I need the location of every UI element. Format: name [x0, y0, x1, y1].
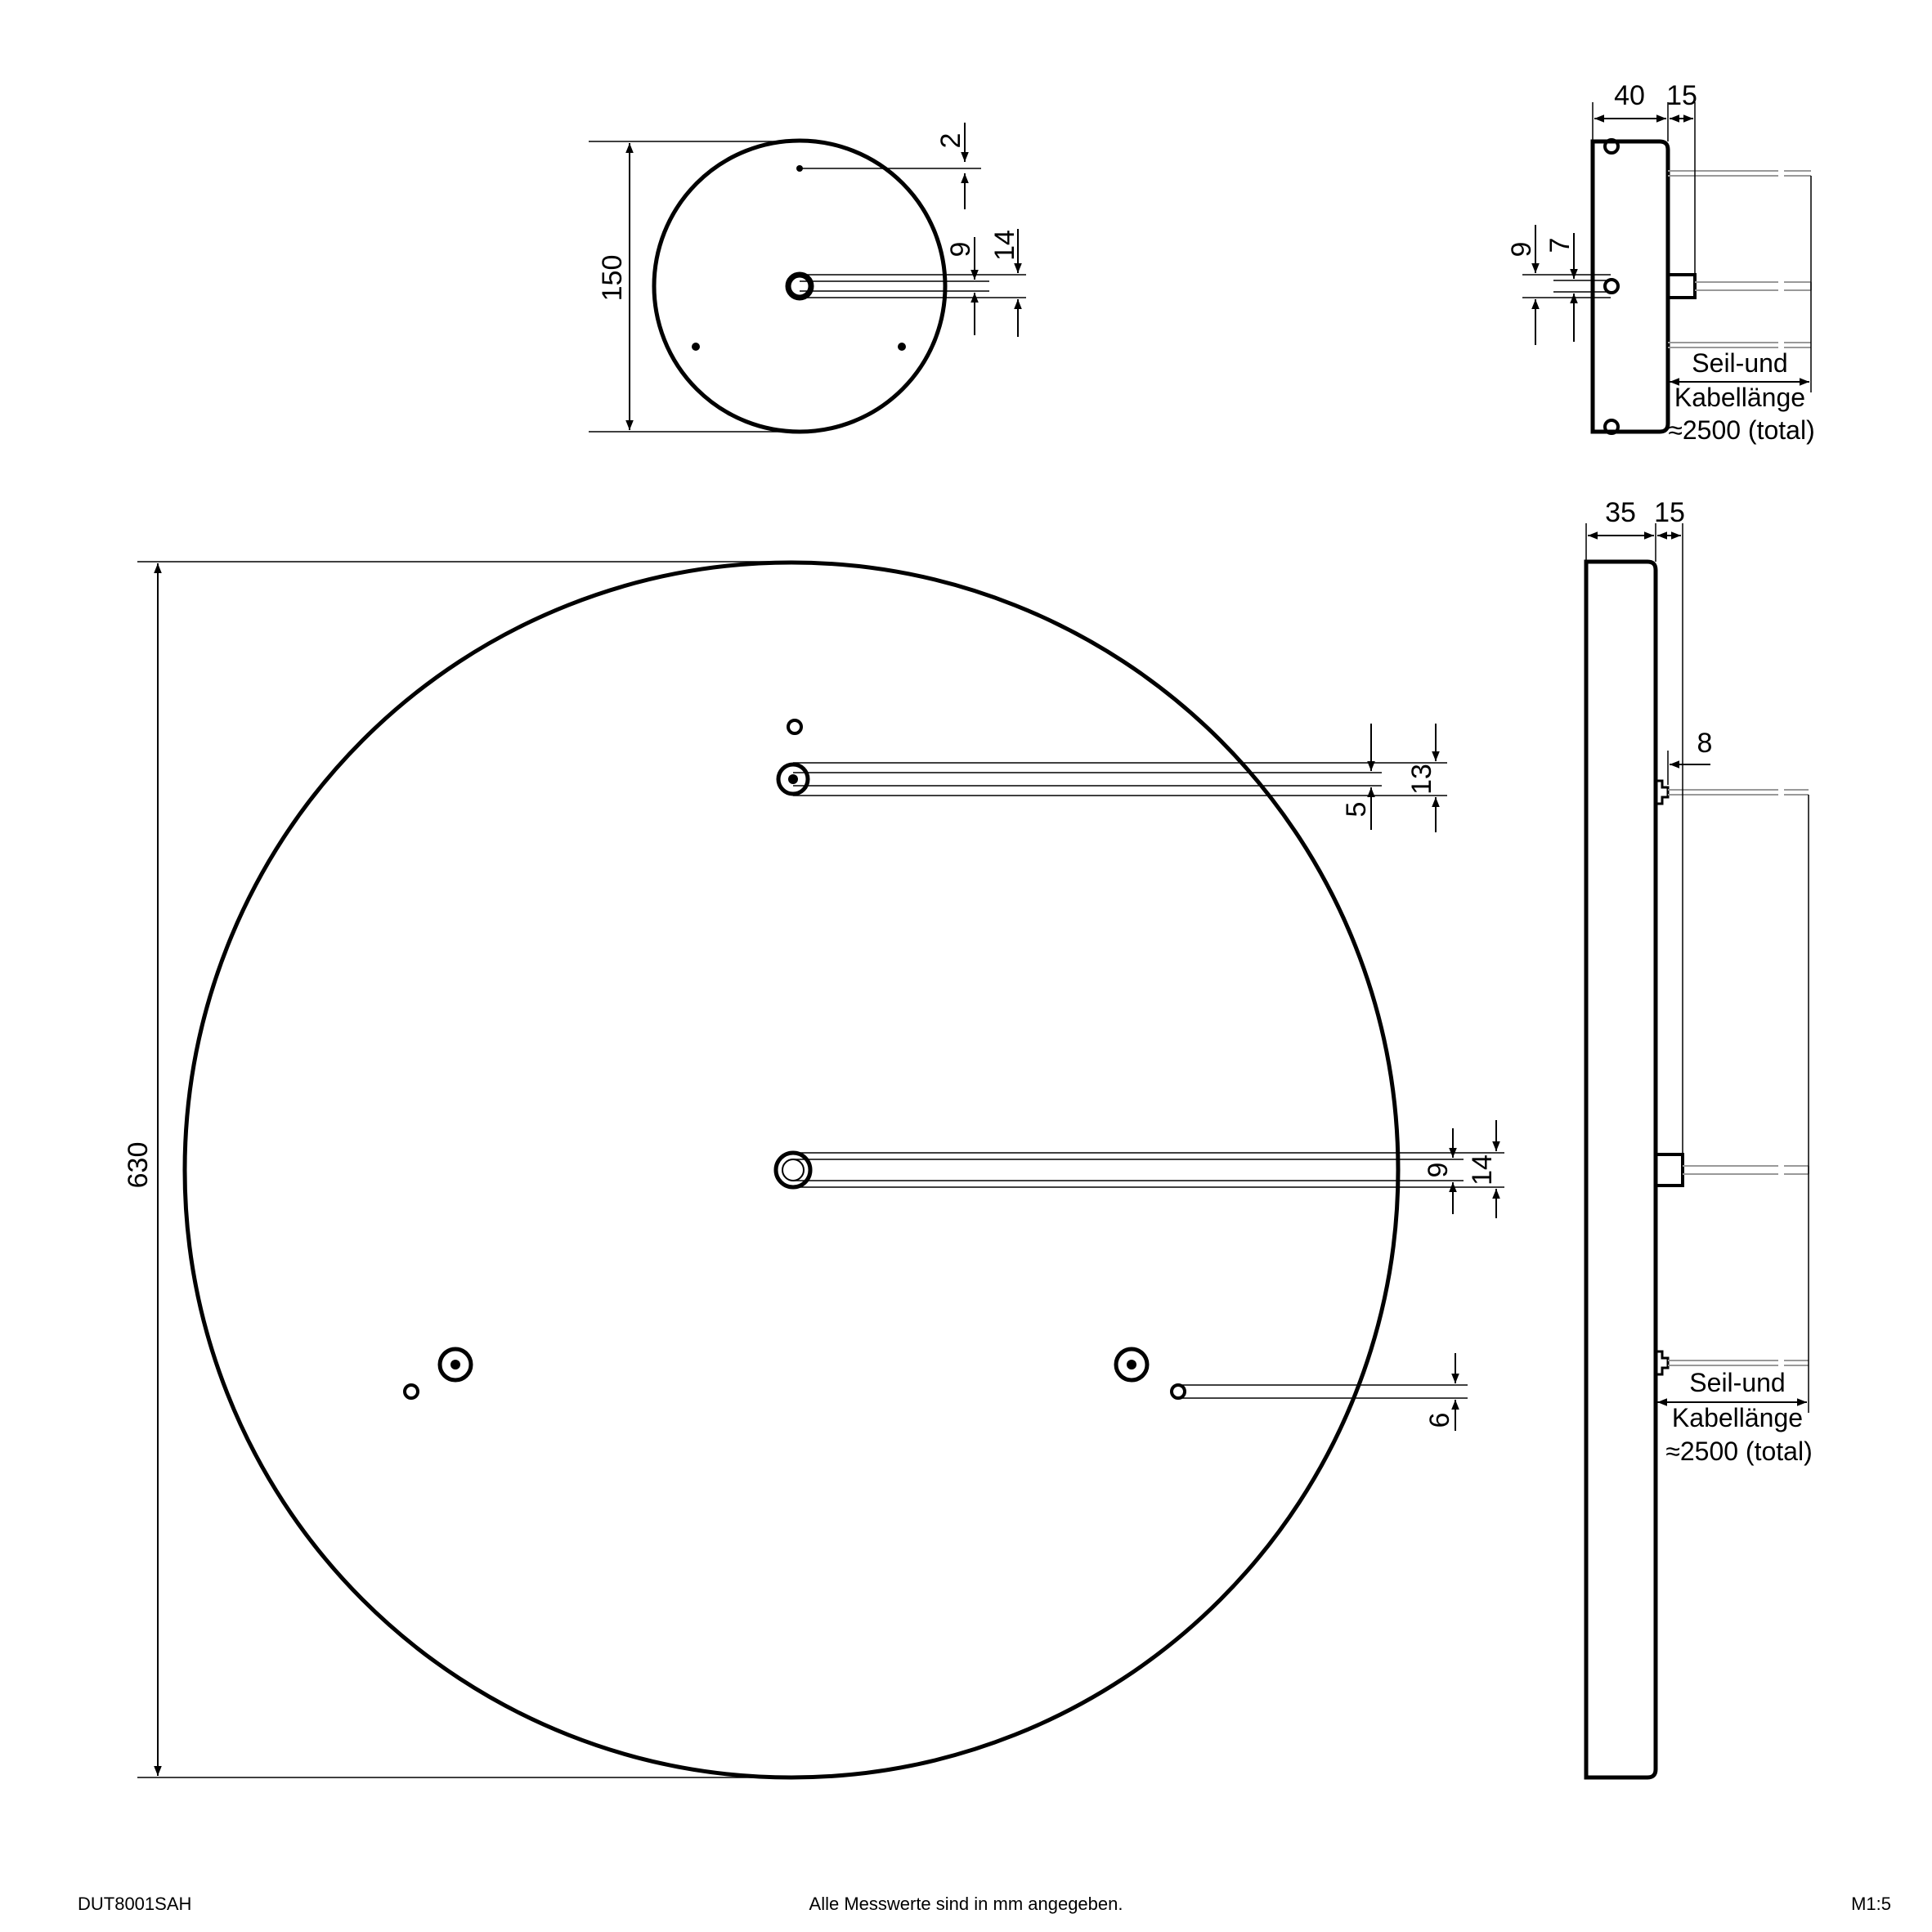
small-cable-note-line3: ≈2500 (total): [1668, 415, 1814, 445]
small-canopy-side-body: [1590, 139, 1670, 434]
small-side-screw-bottom: [1603, 419, 1620, 435]
small-canopy-screw-left: [692, 343, 700, 351]
small-top-offset-label: 2: [935, 133, 966, 149]
small-canopy-center-hole: [785, 271, 814, 301]
large-right-small-hole: [1170, 1383, 1186, 1400]
large-side-anchor-bottom: [1656, 1350, 1670, 1376]
small-inner-hole-label: 9: [945, 242, 976, 258]
large-cable-note-line1: Seil-und: [1689, 1368, 1785, 1397]
small-side-cables: [1668, 170, 1812, 348]
small-cable-note-line2: Kabellänge: [1674, 383, 1805, 412]
large-canopy-side-body: [1584, 559, 1658, 1780]
small-side-screw-top: [1603, 138, 1620, 155]
small-side-screw-center: [1603, 278, 1620, 294]
large-canopy-side-view: 35 15 8 Seil-und Kabellänge ≈2500 (total…: [1584, 497, 1813, 1780]
scale-label: M1:5: [1851, 1894, 1891, 1914]
large-side-cables: [1668, 789, 1809, 1366]
units-note: Alle Messwerte sind in mm angegeben.: [809, 1894, 1123, 1914]
large-side-anchor-top: [1656, 779, 1670, 805]
large-top-hole-label: 5: [1341, 802, 1372, 818]
small-side-hole-outer-label: 9: [1506, 242, 1537, 258]
large-cable-note-line2: Kabellänge: [1672, 1403, 1803, 1432]
article-number: DUT8001SAH: [78, 1894, 192, 1914]
large-canopy-outline: [182, 560, 1401, 1780]
small-side-hole-inner-label: 7: [1544, 238, 1576, 253]
small-side-depth-label: 40: [1614, 80, 1645, 111]
small-canopy-screw-right: [898, 343, 906, 351]
large-canopy-front-view: 630 13 5 9 14: [123, 560, 1504, 1780]
large-center-inner-label: 9: [1423, 1163, 1454, 1178]
large-side-depth-label: 35: [1605, 497, 1636, 528]
small-canopy-outline: [652, 138, 948, 434]
small-cable-note-line1: Seil-und: [1692, 348, 1787, 378]
small-canopy-side-view: 40 15 9 7 Seil-und Kabellänge ≈2500 (tot…: [1506, 80, 1815, 445]
large-cable-note-line3: ≈2500 (total): [1665, 1437, 1812, 1466]
small-side-stud-label: 15: [1666, 80, 1697, 111]
small-diameter-label: 150: [597, 255, 628, 302]
large-side-stud-label: 15: [1654, 497, 1685, 528]
small-side-cable-gland: [1666, 273, 1697, 299]
large-right-fixing-hole: [1114, 1347, 1150, 1383]
large-left-fixing-hole: [437, 1347, 473, 1383]
large-top-fixing-hole: [776, 762, 810, 796]
large-side-cable-gland: [1654, 1153, 1684, 1187]
large-top-small-hole: [787, 719, 803, 735]
large-side-anchor-label: 8: [1697, 728, 1713, 759]
large-left-small-hole: [403, 1383, 419, 1400]
large-diameter-label: 630: [123, 1142, 154, 1189]
large-small-hole-label: 6: [1424, 1413, 1455, 1428]
small-outer-hole-label: 14: [989, 230, 1020, 261]
small-canopy-front-view: 150 2 9 14: [589, 123, 1026, 434]
large-center-hole: [773, 1150, 813, 1190]
large-center-outer-label: 14: [1467, 1154, 1498, 1186]
large-top-spacing-label: 13: [1406, 764, 1437, 795]
